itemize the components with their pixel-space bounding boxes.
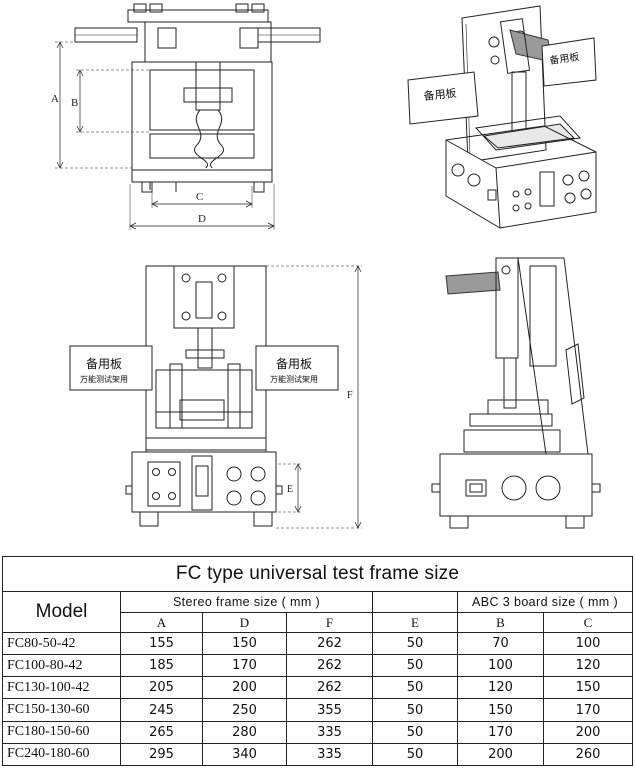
value-B: 120 — [457, 676, 544, 700]
value-F: 355 — [286, 698, 373, 722]
value-E: 50 — [372, 698, 458, 722]
col-header-E: E — [372, 612, 458, 633]
value-C: 120 — [543, 654, 633, 678]
iso-board-text-right: 备用板 — [549, 50, 581, 67]
value-A: 295 — [120, 742, 203, 767]
value-E: 50 — [372, 676, 458, 700]
model-cell: FC150-130-60 — [2, 698, 121, 722]
table-row: FC100-80-42 185 170 262 50 100 120 — [2, 654, 633, 678]
value-A: 155 — [120, 631, 203, 656]
table-row: FC180-150-60 265 280 335 50 170 200 — [2, 720, 633, 744]
table-row: FC130-100-42 205 200 262 50 120 150 — [2, 676, 633, 700]
value-D: 150 — [202, 631, 287, 656]
value-B: 200 — [457, 742, 544, 767]
value-A: 185 — [120, 654, 203, 678]
board-text-left: 备用板 — [86, 357, 122, 371]
col-header-D: D — [202, 612, 287, 633]
model-cell: FC100-80-42 — [2, 654, 121, 678]
model-header: Model — [2, 591, 121, 633]
value-F: 335 — [286, 742, 373, 767]
value-D: 280 — [202, 720, 287, 744]
value-B: 70 — [457, 631, 544, 656]
board-subtext-right: 万能测试架用 — [270, 374, 318, 384]
value-E: 50 — [372, 720, 458, 744]
value-D: 340 — [202, 742, 287, 767]
dim-label-D: D — [198, 213, 206, 225]
value-F: 335 — [286, 720, 373, 744]
value-D: 250 — [202, 698, 287, 722]
value-C: 200 — [543, 720, 633, 744]
front-view-bottom — [69, 265, 362, 529]
value-F: 262 — [286, 631, 373, 656]
model-cell: FC80-50-42 — [2, 631, 121, 656]
value-C: 150 — [543, 676, 633, 700]
value-A: 205 — [120, 676, 203, 700]
value-C: 100 — [543, 631, 633, 656]
dim-label-F: F — [347, 390, 353, 401]
col-header-F: F — [286, 612, 373, 633]
value-A: 245 — [120, 698, 203, 722]
value-A: 265 — [120, 720, 203, 744]
value-E: 50 — [372, 654, 458, 678]
table-row: FC150-130-60 245 250 355 50 150 170 — [2, 698, 633, 722]
iso-board-text: 备用板 — [423, 86, 457, 103]
dim-label-A: A — [51, 93, 59, 105]
board-text-right: 备用板 — [276, 357, 312, 371]
value-C: 170 — [543, 698, 633, 722]
dim-label-B: B — [71, 97, 78, 109]
value-E: 50 — [372, 742, 458, 767]
stereo-frame-header: Stereo frame size ( mm ) — [120, 591, 373, 613]
spec-table: FC type universal test frame size Model … — [2, 556, 633, 767]
group-spacer — [372, 591, 458, 613]
table-row: FC240-180-60 295 340 335 50 200 260 — [2, 742, 633, 767]
value-E: 50 — [372, 631, 458, 656]
board-subtext-left: 万能测试架用 — [80, 374, 128, 384]
table-title: FC type universal test frame size — [2, 556, 633, 592]
abc-board-header: ABC 3 board size ( mm ) — [457, 591, 633, 613]
value-B: 100 — [457, 654, 544, 678]
side-view — [431, 257, 601, 529]
model-cell: FC240-180-60 — [2, 742, 121, 767]
isometric-view — [407, 5, 597, 229]
value-D: 170 — [202, 654, 287, 678]
model-cell: FC180-150-60 — [2, 720, 121, 744]
col-header-A: A — [120, 612, 203, 633]
value-C: 260 — [543, 742, 633, 767]
col-header-C: C — [543, 612, 633, 633]
value-B: 150 — [457, 698, 544, 722]
value-F: 262 — [286, 676, 373, 700]
col-header-B: B — [457, 612, 544, 633]
dim-label-E: E — [287, 484, 293, 495]
value-F: 262 — [286, 654, 373, 678]
model-cell: FC130-100-42 — [2, 676, 121, 700]
value-B: 170 — [457, 720, 544, 744]
front-view-top — [55, 3, 321, 230]
technical-drawings: A B C D 备用板 — [51, 3, 601, 529]
table-row: FC80-50-42 155 150 262 50 70 100 — [2, 631, 633, 656]
dim-label-C: C — [196, 191, 203, 203]
value-D: 200 — [202, 676, 287, 700]
